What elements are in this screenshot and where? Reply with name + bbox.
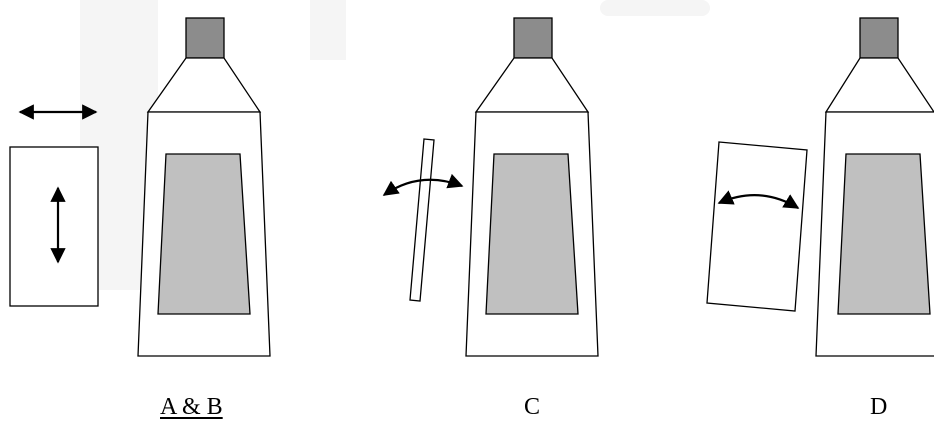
bottle-cap bbox=[513, 17, 553, 59]
curved-arrow-icon bbox=[717, 190, 800, 209]
bottle-neck bbox=[824, 57, 934, 113]
bottle-label bbox=[837, 153, 931, 315]
card bbox=[706, 141, 808, 312]
caption-d: D bbox=[870, 394, 888, 420]
card bbox=[409, 138, 435, 302]
bottle-a bbox=[137, 17, 271, 357]
bottle-neck bbox=[474, 57, 590, 113]
bottle-label bbox=[157, 153, 251, 315]
bottle-d bbox=[815, 17, 934, 357]
card-ab bbox=[9, 104, 99, 307]
bottle-label bbox=[485, 153, 579, 315]
bottle-neck bbox=[146, 57, 262, 113]
caption-c: C bbox=[524, 394, 541, 420]
card-d bbox=[706, 141, 808, 312]
bottle-cap bbox=[185, 17, 225, 59]
card-c bbox=[382, 138, 464, 302]
bottle-c bbox=[465, 17, 599, 357]
card bbox=[9, 146, 99, 307]
bottle-cap bbox=[859, 17, 899, 59]
caption-ab: A & B bbox=[160, 394, 223, 420]
curved-arrow-icon bbox=[382, 173, 464, 196]
